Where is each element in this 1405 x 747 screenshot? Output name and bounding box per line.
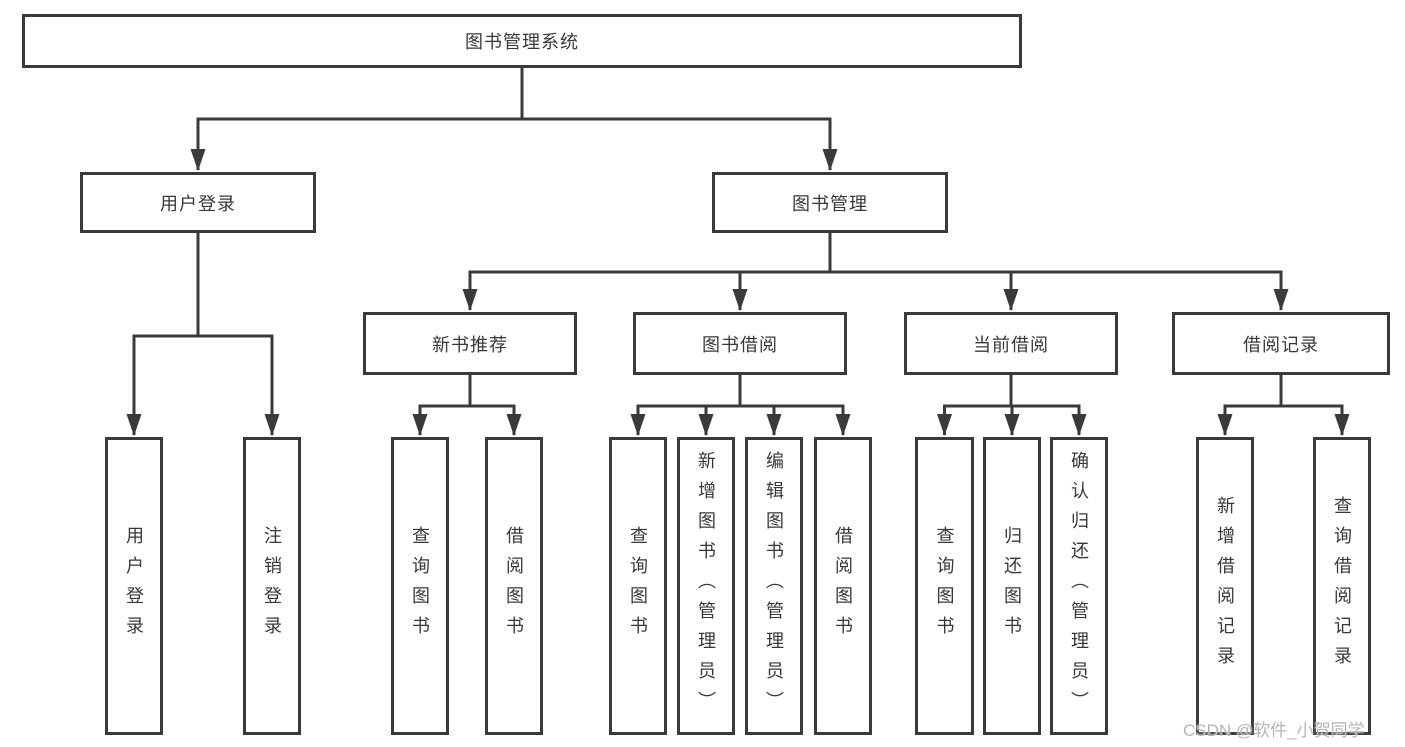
node-book-borrow: 图书借阅 <box>633 312 847 375</box>
leaf-cb-query-books-label: 查询图书 <box>934 526 955 646</box>
node-root-label: 图书管理系统 <box>465 32 579 52</box>
leaf-logout-label: 注销登录 <box>262 526 282 646</box>
connector-root <box>190 68 838 171</box>
leaf-br-add-record-label: 新增借阅记录 <box>1215 496 1235 676</box>
leaf-bb-edit-books-label: 编辑图书（管理员） <box>764 451 784 721</box>
node-borrow-records: 借阅记录 <box>1172 312 1390 375</box>
node-user-login-label: 用户登录 <box>160 193 236 214</box>
connector-new-books <box>412 375 522 436</box>
node-current-borrow-label: 当前借阅 <box>973 334 1049 355</box>
node-root: 图书管理系统 <box>22 14 1022 68</box>
node-book-mgmt: 图书管理 <box>712 172 948 233</box>
csdn-watermark: CSDN @软件_小贺同学 <box>1183 721 1365 740</box>
node-new-books-label: 新书推荐 <box>432 334 508 355</box>
leaf-logout: 注销登录 <box>243 437 301 735</box>
leaf-br-query-record: 查询借阅记录 <box>1313 437 1371 735</box>
leaf-cb-return-books-label: 归还图书 <box>1002 526 1022 646</box>
leaf-br-add-record: 新增借阅记录 <box>1196 437 1254 735</box>
leaf-br-query-record-label: 查询借阅记录 <box>1332 496 1352 676</box>
node-borrow-records-label: 借阅记录 <box>1243 334 1319 355</box>
node-book-borrow-label: 图书借阅 <box>702 334 778 355</box>
connector-book-borrow <box>630 375 851 436</box>
leaf-cb-return-books: 归还图书 <box>983 437 1041 735</box>
connector-book-mgmt <box>462 233 1289 311</box>
leaf-bb-add-books-label: 新增图书（管理员） <box>696 451 716 721</box>
leaf-bb-query-books-label: 查询图书 <box>628 526 648 646</box>
connector-borrow-records <box>1217 375 1350 436</box>
connector-current-borrow <box>937 375 1087 436</box>
leaf-nb-borrow-books-label: 借阅图书 <box>504 526 524 646</box>
leaf-user-login: 用户登录 <box>105 437 163 735</box>
node-user-login: 用户登录 <box>80 172 316 233</box>
connector-user-login <box>126 233 280 436</box>
leaf-nb-query-books: 查询图书 <box>391 437 449 735</box>
leaf-cb-confirm-return: 确认归还（管理员） <box>1050 437 1108 735</box>
leaf-bb-borrow-books-label: 借阅图书 <box>833 526 853 646</box>
node-new-books: 新书推荐 <box>363 312 577 375</box>
leaf-bb-borrow-books: 借阅图书 <box>814 437 872 735</box>
node-book-mgmt-label: 图书管理 <box>792 193 868 214</box>
leaf-bb-add-books: 新增图书（管理员） <box>677 437 735 735</box>
leaf-bb-query-books: 查询图书 <box>609 437 667 735</box>
leaf-cb-confirm-return-label: 确认归还（管理员） <box>1069 451 1089 721</box>
leaf-bb-edit-books: 编辑图书（管理员） <box>745 437 803 735</box>
leaf-nb-borrow-books: 借阅图书 <box>485 437 543 735</box>
node-current-borrow: 当前借阅 <box>904 312 1118 375</box>
leaf-nb-query-books-label: 查询图书 <box>410 526 430 646</box>
leaf-user-login-label: 用户登录 <box>124 526 144 646</box>
leaf-cb-query-books: 查询图书 <box>915 437 974 735</box>
